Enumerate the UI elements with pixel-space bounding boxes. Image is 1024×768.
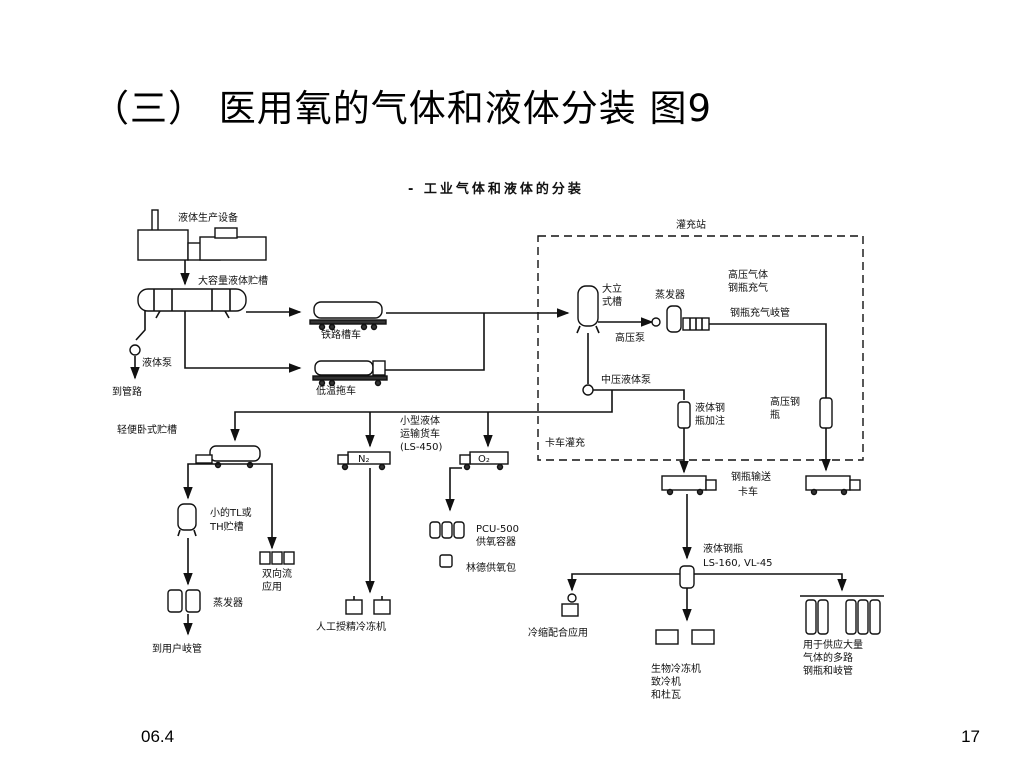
mp-pump-label: 中压液体泵 [601,373,651,386]
cryo-trailer-icon [312,360,388,387]
n2-label: N₂ [358,454,370,465]
vertical-tank-icon [576,285,600,334]
hp-pump-label: 高压泵 [615,331,645,344]
liquid-cyl-label-1: 液体钢 [695,401,725,414]
cylinder-to-supply [694,573,847,592]
hp-gas-label-1: 高压气体 [728,268,768,281]
ai-freezer-label: 人工授精冷冻机 [316,620,386,633]
footer-date: 06.4 [141,727,175,746]
light-tank-to-tl-tank [183,463,238,500]
vertical-tank-label-2: 式槽 [602,295,622,308]
truck-filling-label: 卡车灌充 [545,436,585,449]
production-plant-icon [137,209,267,261]
pcu-label-1: PCU-500 [476,524,519,535]
o2-label: O₂ [478,454,490,465]
distribution-bus [230,390,613,442]
small-truck-label-2: 运输货车 [400,427,440,440]
cylinder-manifold-icon [800,595,884,635]
liquid-pump-label: 液体泵 [142,356,172,369]
bio-freezer-icon [655,629,715,645]
hp-cyl-label-1: 高压钢 [770,395,800,408]
bidirectional-icon [259,551,295,565]
small-truck-label-3: (LS-450) [400,442,443,453]
mp-pump-to-cylinder-line [593,389,685,400]
ls160-cylinder-icon [679,565,695,589]
light-tank-label: 轻便卧式贮槽 [117,423,177,436]
rail-tanker-label: 铁路槽车 [321,328,361,341]
supply-label-3: 钢瓶和岐管 [803,664,853,677]
light-tank-to-bidirectional [238,463,277,550]
linde-label: 林德供氧包 [466,561,516,574]
cold-shrink-label: 冷缩配合应用 [528,626,588,639]
bulk-tank-label: 大容量液体贮槽 [198,274,268,287]
hp-cyl-label-2: 瓶 [770,408,780,421]
bulk-tank-icon [137,288,247,319]
liquid-pump-icon [129,344,141,356]
evaporator-label: 蒸发器 [655,288,685,301]
pcu-icon [429,521,465,539]
manifold-to-hp-cylinder-line [709,323,831,472]
supply-label-1: 用于供应大量 [803,638,863,651]
cylinder-truck-label-1: 钢瓶输送 [731,470,771,483]
page-number: 17 [961,727,980,746]
bidirectional-label-2: 应用 [262,580,282,593]
bio-freezer-label-3: 和杜瓦 [651,688,681,701]
evaporator2-label: 蒸发器 [213,596,243,609]
rail-tanker-icon [309,301,387,331]
diagram-caption: - 工业气体和液体的分装 [408,181,584,197]
pump-line [135,311,146,341]
n2-truck-icon [337,451,391,471]
hp-cylinder-truck-icon [805,475,861,496]
linde-pack-icon [439,554,453,568]
cold-shrink-icon [561,593,579,617]
filling-station-box [537,235,864,461]
ls160-label-1: 液体钢瓶 [703,542,743,555]
liquid-cyl-label-2: 瓶加注 [695,414,725,427]
tl-tank-icon [177,503,197,537]
plant-label: 液体生产设备 [178,211,238,224]
cylinder-truck-label-2: 卡车 [738,485,758,498]
to-user-label: 到用户岐管 [152,642,202,655]
manifold-label: 钢瓶充气岐管 [730,306,790,319]
mp-pump-icon [582,384,594,396]
ai-freezer-icon [345,596,391,615]
evaporator2-icon [167,589,201,613]
ls160-label-2: LS-160, VL-45 [703,558,773,569]
pcu-label-2: 供氧容器 [476,535,516,548]
tl-tank-label-2: TH贮槽 [209,520,244,533]
o2-to-pcu [445,467,462,512]
hp-pump-icon [651,317,661,327]
bidirectional-label-1: 双向流 [262,567,292,580]
o2-truck-icon [459,451,509,471]
tl-tank-label-1: 小的TL或 [210,506,252,519]
slide-title: （三） 医用氧的气体和液体分装 图9 [92,87,713,130]
evaporator-icon [666,305,710,333]
hp-gas-label-2: 钢瓶充气 [728,281,768,294]
cylinder-truck-icon [661,475,717,496]
arrow-tank-to-trailer [184,311,302,373]
small-truck-label-1: 小型液体 [400,414,440,427]
bio-freezer-label-2: 致冷机 [651,675,681,688]
trailer-to-station-line [385,313,485,371]
to-pipeline-label: 到管路 [112,385,142,398]
vertical-tank-label-1: 大立 [602,282,622,295]
bio-freezer-label-1: 生物冷冻机 [651,662,701,675]
cryo-trailer-label: 低温拖车 [316,384,356,397]
filling-station-label: 灌充站 [676,218,706,231]
hp-cylinder-icon [819,397,833,429]
cylinder-to-cold-shrink [567,573,680,592]
supply-label-2: 气体的多路 [803,651,853,664]
liquid-cylinder-icon [677,401,691,446]
